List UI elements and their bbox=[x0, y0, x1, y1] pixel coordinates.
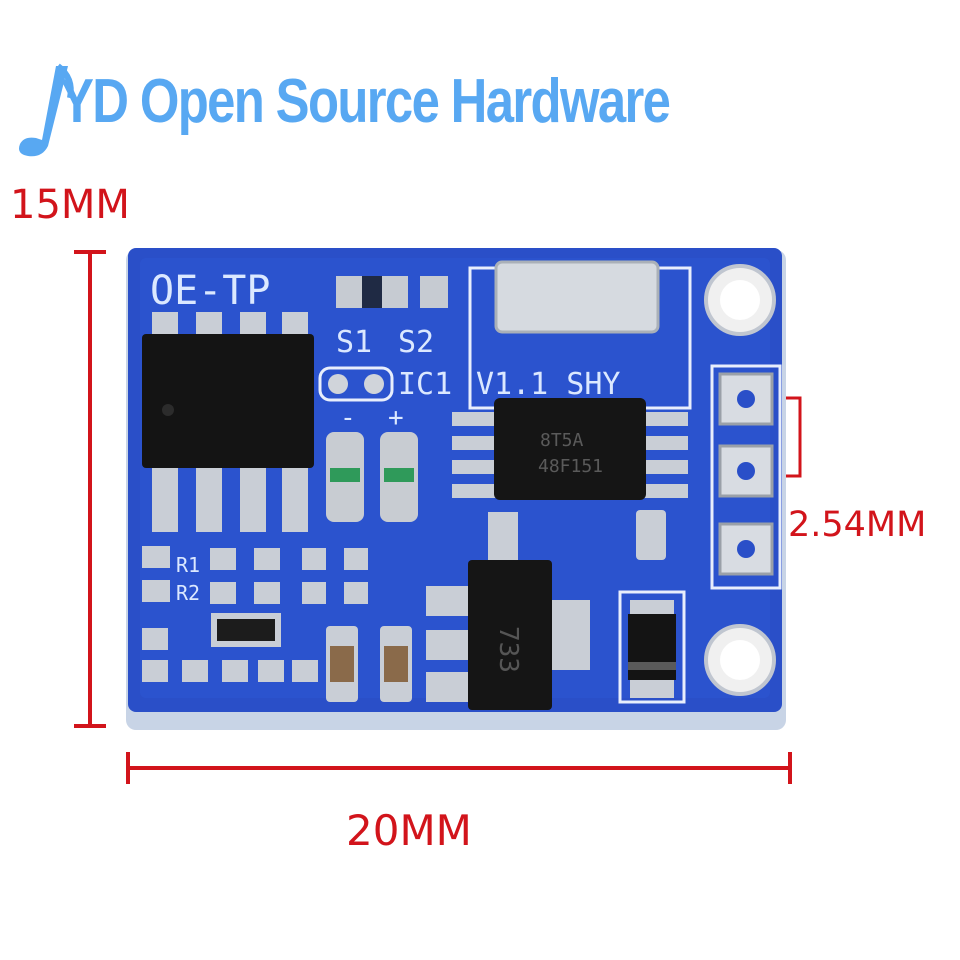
solder-jumpers bbox=[318, 276, 448, 402]
silk-minus: - bbox=[340, 403, 356, 433]
small-pad bbox=[636, 510, 666, 560]
capacitor bbox=[330, 646, 354, 682]
silk-plus: + bbox=[388, 403, 404, 433]
mounting-hole bbox=[704, 264, 776, 336]
chip-marking-bottom: 48F151 bbox=[538, 456, 603, 477]
voltage-regulator: 733 bbox=[426, 512, 590, 710]
width-dimension-label: 20MM bbox=[346, 806, 472, 855]
pitch-dimension-label: 2.54MM bbox=[788, 505, 927, 545]
silk-s2: S2 bbox=[398, 325, 434, 360]
silk-r2: R2 bbox=[176, 581, 200, 605]
chip-marking-top: 8T5A bbox=[540, 430, 584, 451]
led-pair bbox=[326, 432, 418, 522]
soic8-chip bbox=[142, 312, 314, 532]
music-note-logo-icon bbox=[19, 63, 74, 157]
diode bbox=[618, 590, 686, 704]
mounting-hole bbox=[704, 624, 776, 696]
height-dimension-line bbox=[74, 250, 106, 728]
silk-title: OE-TP bbox=[150, 268, 270, 314]
brand-text: YD Open Source Hardware bbox=[60, 67, 671, 136]
silk-ic1: IC1 bbox=[398, 367, 452, 402]
resistor bbox=[211, 613, 281, 647]
msop8-chip: 8T5A 48F151 bbox=[452, 398, 688, 500]
width-dimension-line bbox=[126, 752, 792, 784]
brand-banner: YD Open Source Hardware bbox=[12, 58, 671, 162]
height-dimension-label: 15MM bbox=[10, 182, 130, 228]
header-pads bbox=[710, 364, 782, 590]
silk-s1: S1 bbox=[336, 325, 372, 360]
capacitor bbox=[384, 646, 408, 682]
regulator-marking: 733 bbox=[493, 626, 523, 673]
silk-r1: R1 bbox=[176, 553, 200, 577]
silk-version: V1.1 SHY bbox=[476, 367, 621, 402]
